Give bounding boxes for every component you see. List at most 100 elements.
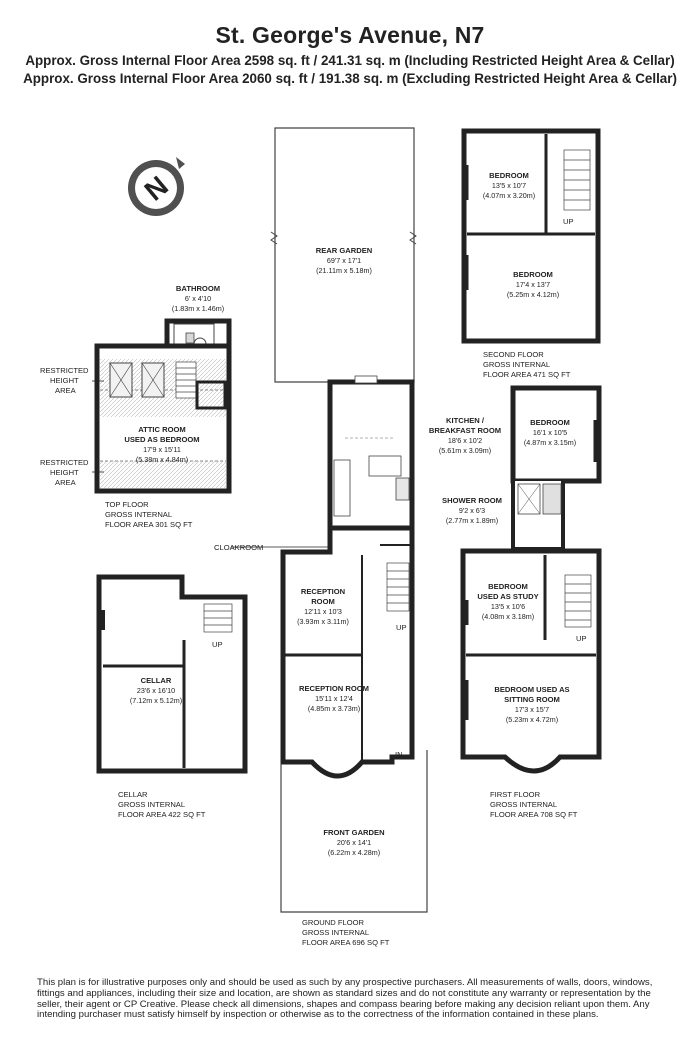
first-floor-bedroom-label: BEDROOM 16'1 x 10'5 (4.87m x 3.15m) xyxy=(524,418,576,447)
svg-text:GROSS INTERNAL: GROSS INTERNAL xyxy=(483,360,550,369)
svg-text:BATHROOM: BATHROOM xyxy=(176,284,220,293)
svg-text:(1.83m x 1.46m): (1.83m x 1.46m) xyxy=(172,304,224,313)
svg-text:CELLAR: CELLAR xyxy=(118,790,148,799)
svg-text:GROSS INTERNAL: GROSS INTERNAL xyxy=(490,800,557,809)
second-floor-plan: UP xyxy=(461,128,601,344)
svg-text:BEDROOM: BEDROOM xyxy=(488,582,528,591)
restricted-height-label: RESTRICTED HEIGHT AREA xyxy=(40,366,89,395)
svg-text:FLOOR AREA 301 SQ FT: FLOOR AREA 301 SQ FT xyxy=(105,520,193,529)
svg-text:BREAKFAST ROOM: BREAKFAST ROOM xyxy=(429,426,501,435)
svg-text:BEDROOM: BEDROOM xyxy=(530,418,570,427)
kitchen-units xyxy=(333,455,410,517)
svg-text:(4.08m x 3.18m): (4.08m x 3.18m) xyxy=(482,612,534,621)
svg-text:18'6 x 10'2: 18'6 x 10'2 xyxy=(448,436,482,445)
svg-text:GROSS INTERNAL: GROSS INTERNAL xyxy=(302,928,369,937)
svg-text:BEDROOM: BEDROOM xyxy=(513,270,553,279)
svg-text:12'11 x 10'3: 12'11 x 10'3 xyxy=(304,607,342,616)
front-garden-label: FRONT GARDEN 20'6 x 14'1 (6.22m x 4.28m) xyxy=(323,828,384,857)
svg-text:23'6 x 16'10: 23'6 x 16'10 xyxy=(137,686,175,695)
page-title: St. George's Avenue, N7 xyxy=(215,22,485,48)
svg-text:GROUND FLOOR: GROUND FLOOR xyxy=(302,918,365,927)
svg-text:CELLAR: CELLAR xyxy=(141,676,172,685)
svg-text:KITCHEN /: KITCHEN / xyxy=(446,416,485,425)
svg-text:SITTING ROOM: SITTING ROOM xyxy=(504,695,560,704)
stairs-icon xyxy=(563,149,591,211)
svg-text:USED AS STUDY: USED AS STUDY xyxy=(477,592,538,601)
area-excluding-restricted: Approx. Gross Internal Floor Area 2060 s… xyxy=(23,71,677,86)
svg-text:17'4 x 13'7: 17'4 x 13'7 xyxy=(516,280,550,289)
svg-text:RESTRICTED: RESTRICTED xyxy=(40,366,89,375)
svg-text:(3.93m x 3.11m): (3.93m x 3.11m) xyxy=(297,617,349,626)
svg-text:ATTIC ROOM: ATTIC ROOM xyxy=(138,425,186,434)
area-including-restricted: Approx. Gross Internal Floor Area 2598 s… xyxy=(25,53,675,68)
first-floor-area-label: FIRST FLOOR GROSS INTERNAL FLOOR AREA 70… xyxy=(490,790,578,819)
svg-text:(5.25m x 4.12m): (5.25m x 4.12m) xyxy=(507,290,559,299)
cellar-room-label: CELLAR 23'6 x 16'10 (7.12m x 5.12m) xyxy=(130,676,182,705)
second-floor-bedroom-1-label: BEDROOM 13'5 x 10'7 (4.07m x 3.20m) xyxy=(483,171,535,200)
svg-text:20'6 x 14'1: 20'6 x 14'1 xyxy=(337,838,371,847)
attic-room-label: ATTIC ROOM USED AS BEDROOM 17'9 x 15'11 … xyxy=(124,425,199,464)
stairs-icon xyxy=(203,603,233,633)
svg-text:RESTRICTED: RESTRICTED xyxy=(40,458,89,467)
cellar-plan: UP xyxy=(96,574,248,774)
svg-text:FLOOR AREA 696 SQ FT: FLOOR AREA 696 SQ FT xyxy=(302,938,390,947)
stairs-icon xyxy=(386,562,410,612)
svg-text:USED AS BEDROOM: USED AS BEDROOM xyxy=(124,435,199,444)
second-floor-bedroom-2-label: BEDROOM 17'4 x 13'7 (5.25m x 4.12m) xyxy=(507,270,559,299)
svg-text:BEDROOM: BEDROOM xyxy=(489,171,529,180)
top-floor-plan xyxy=(92,318,232,494)
skylight-icon xyxy=(141,362,165,398)
rear-garden-label: REAR GARDEN 69'7 x 17'1 (21.11m x 5.18m) xyxy=(316,246,373,275)
svg-text:REAR GARDEN: REAR GARDEN xyxy=(316,246,373,255)
svg-text:AREA: AREA xyxy=(55,386,77,395)
svg-text:16'1 x 10'5: 16'1 x 10'5 xyxy=(533,428,567,437)
svg-text:SHOWER ROOM: SHOWER ROOM xyxy=(442,496,502,505)
svg-text:15'11 x 12'4: 15'11 x 12'4 xyxy=(315,694,353,703)
svg-text:RECEPTION ROOM: RECEPTION ROOM xyxy=(299,684,369,693)
svg-text:HEIGHT: HEIGHT xyxy=(50,376,79,385)
ground-floor-area-label: GROUND FLOOR GROSS INTERNAL FLOOR AREA 6… xyxy=(302,918,390,947)
svg-text:17'9 x 15'11: 17'9 x 15'11 xyxy=(143,445,181,454)
study-label: BEDROOM USED AS STUDY 13'5 x 10'6 (4.08m… xyxy=(477,582,538,621)
svg-text:FLOOR AREA 471 SQ FT: FLOOR AREA 471 SQ FT xyxy=(483,370,571,379)
shower-room-label: SHOWER ROOM 9'2 x 6'3 (2.77m x 1.89m) xyxy=(442,496,502,525)
cellar-stairs-up: UP xyxy=(212,640,223,649)
svg-text:RECEPTION: RECEPTION xyxy=(301,587,345,596)
svg-text:(21.11m x 5.18m): (21.11m x 5.18m) xyxy=(316,266,372,275)
svg-text:13'5 x 10'7: 13'5 x 10'7 xyxy=(492,181,526,190)
svg-text:(5.38m x 4.84m): (5.38m x 4.84m) xyxy=(136,455,188,464)
skylight-icon xyxy=(109,362,133,398)
svg-text:FLOOR AREA 708 SQ FT: FLOOR AREA 708 SQ FT xyxy=(490,810,578,819)
stairs-icon xyxy=(564,574,592,628)
ground-floor-plan: UP IN xyxy=(231,127,428,913)
cellar-area-label: CELLAR GROSS INTERNAL FLOOR AREA 422 SQ … xyxy=(118,790,206,819)
kitchen-label: KITCHEN / BREAKFAST ROOM 18'6 x 10'2 (5.… xyxy=(429,416,501,455)
svg-text:FIRST FLOOR: FIRST FLOOR xyxy=(490,790,541,799)
svg-text:(4.07m x 3.20m): (4.07m x 3.20m) xyxy=(483,191,535,200)
bathroom-label: BATHROOM 6' x 4'10 (1.83m x 1.46m) xyxy=(172,284,224,313)
svg-text:13'5 x 10'6: 13'5 x 10'6 xyxy=(491,602,525,611)
svg-text:SECOND FLOOR: SECOND FLOOR xyxy=(483,350,544,359)
first-floor-stairs-up: UP xyxy=(576,634,587,643)
second-floor-stairs-up: UP xyxy=(563,217,574,226)
cloakroom-label: CLOAKROOM xyxy=(214,543,263,552)
svg-text:(4.87m x 3.15m): (4.87m x 3.15m) xyxy=(524,438,576,447)
svg-text:17'3 x 15'7: 17'3 x 15'7 xyxy=(515,705,549,714)
compass-icon: N xyxy=(128,157,185,216)
disclaimer-text: This plan is for illustrative purposes o… xyxy=(37,977,653,1021)
entrance-in: IN xyxy=(395,750,403,759)
svg-text:6' x 4'10: 6' x 4'10 xyxy=(185,294,211,303)
reception-room-2-label: RECEPTION ROOM 15'11 x 12'4 (4.85m x 3.7… xyxy=(299,684,369,713)
svg-text:TOP FLOOR: TOP FLOOR xyxy=(105,500,149,509)
ground-stairs-up: UP xyxy=(396,623,407,632)
svg-text:(5.23m x 4.72m): (5.23m x 4.72m) xyxy=(506,715,558,724)
svg-text:HEIGHT: HEIGHT xyxy=(50,468,79,477)
svg-text:(2.77m x 1.89m): (2.77m x 1.89m) xyxy=(446,516,498,525)
svg-text:GROSS INTERNAL: GROSS INTERNAL xyxy=(105,510,172,519)
reception-room-1-label: RECEPTION ROOM 12'11 x 10'3 (3.93m x 3.1… xyxy=(297,587,349,626)
svg-text:FRONT GARDEN: FRONT GARDEN xyxy=(323,828,384,837)
second-floor-area-label: SECOND FLOOR GROSS INTERNAL FLOOR AREA 4… xyxy=(483,350,571,379)
svg-text:BEDROOM USED AS: BEDROOM USED AS xyxy=(494,685,569,694)
svg-text:GROSS INTERNAL: GROSS INTERNAL xyxy=(118,800,185,809)
